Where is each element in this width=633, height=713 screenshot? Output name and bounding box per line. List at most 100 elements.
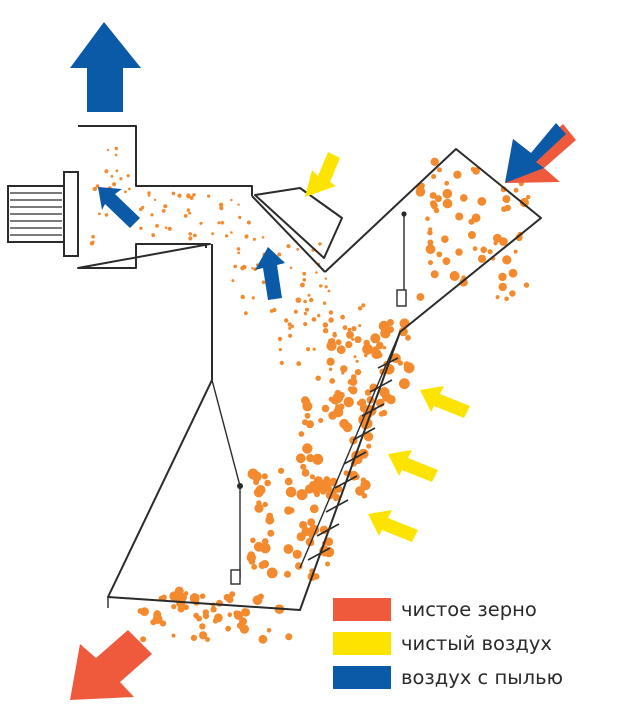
grain-particle (311, 317, 317, 322)
grain-particle (382, 346, 387, 350)
grain-particle (298, 431, 305, 437)
grain-particle (183, 214, 188, 218)
grain-particle (335, 339, 342, 346)
grain-particle (304, 412, 311, 419)
grain-particle (415, 187, 426, 197)
grain-particle (277, 252, 282, 257)
grain-particle (277, 336, 283, 342)
grain-particle (355, 486, 365, 496)
grain-particle (332, 333, 338, 338)
grain-particle (241, 608, 248, 615)
legend-item-clean-grain: чистое зерно (333, 592, 563, 626)
grain-particle (244, 311, 248, 316)
orange-arrow-down-left-icon (70, 630, 152, 700)
grain-particle (205, 637, 210, 642)
grain-particle (150, 213, 154, 217)
grain-particle (219, 206, 224, 211)
grain-particle (323, 483, 332, 492)
grain-particle (177, 592, 187, 603)
grain-particle (324, 537, 334, 546)
grain-particle (292, 549, 302, 559)
grain-particle (358, 324, 362, 328)
grain-particle (199, 623, 206, 630)
blue-arrow-icon (98, 187, 285, 300)
grain-particle (305, 307, 309, 312)
grain-particle (110, 174, 114, 178)
grain-particle (284, 318, 289, 323)
grain-particle (261, 236, 265, 239)
grain-particle (218, 202, 224, 207)
upper-duct-wall (251, 195, 326, 273)
grain-particle (441, 235, 449, 243)
grain-particle (261, 473, 268, 480)
grain-particle (140, 636, 147, 643)
grain-particle (230, 231, 233, 234)
counterweight-lower (230, 569, 241, 585)
grain-particle (467, 231, 476, 239)
grain-particle (526, 194, 531, 200)
grain-particle (112, 182, 117, 187)
grain-particle (429, 192, 437, 199)
grain-particle (192, 193, 196, 197)
grain-particle (169, 591, 179, 601)
grain-particle (370, 333, 381, 344)
grain-particle (306, 454, 315, 463)
grain-particle (495, 295, 500, 300)
grain-particle (199, 221, 203, 225)
grain-particle (115, 169, 119, 173)
grain-particle (177, 605, 185, 613)
grain-particle (353, 355, 357, 359)
grain-particle (322, 322, 329, 328)
grain-particle (347, 386, 354, 392)
separator-body (107, 148, 542, 611)
grain-particle (127, 187, 131, 191)
grain-particle (225, 625, 232, 632)
grain-particle (399, 318, 410, 329)
grain-particle (266, 512, 274, 520)
grain-particle (378, 411, 385, 417)
grain-particle (300, 282, 305, 288)
pivot-point (237, 483, 243, 489)
grain-particle (317, 313, 321, 318)
legend-item-dusty-air: воздух с пылью (333, 660, 563, 694)
grain-particle (177, 193, 182, 198)
grain-particle (147, 191, 151, 195)
grain-particle (502, 255, 512, 265)
grain-particle (480, 246, 488, 254)
grain-particle (300, 463, 307, 470)
grain-particle (306, 347, 311, 352)
blue-arrow-up-icon (70, 22, 141, 112)
grain-particle (266, 628, 272, 633)
grain-particle (431, 174, 437, 179)
grain-particle (241, 264, 247, 270)
grain-particle (498, 282, 507, 292)
grain-particle (114, 153, 118, 157)
grain-particle (286, 244, 291, 249)
grain-particle (155, 224, 159, 228)
grain-particle (296, 489, 308, 501)
yellow-arrow-louvre-3 (368, 510, 418, 542)
grain-particle (363, 339, 370, 347)
blue-swatch-icon (333, 665, 391, 689)
grain-particle (210, 606, 217, 613)
grain-particle (430, 270, 439, 279)
grain-particle (460, 194, 468, 202)
grain-particle (378, 320, 390, 332)
grain-particle (258, 561, 267, 569)
grain-particle (188, 232, 192, 236)
grain-particle (261, 280, 266, 285)
grain-particle (244, 234, 249, 239)
grain-particle (340, 314, 345, 320)
grain-particle (167, 226, 172, 231)
grain-particle (279, 360, 284, 365)
grain-particle (313, 476, 323, 486)
grain-particle (248, 558, 256, 565)
grain-particle (318, 242, 322, 246)
motor-flange (63, 171, 79, 257)
grain-particle (264, 479, 271, 487)
grain-particle (290, 324, 295, 328)
grain-particle (337, 391, 345, 399)
grain-particle (98, 212, 101, 216)
louvre-frame (299, 331, 401, 569)
grain-particle (202, 612, 210, 620)
